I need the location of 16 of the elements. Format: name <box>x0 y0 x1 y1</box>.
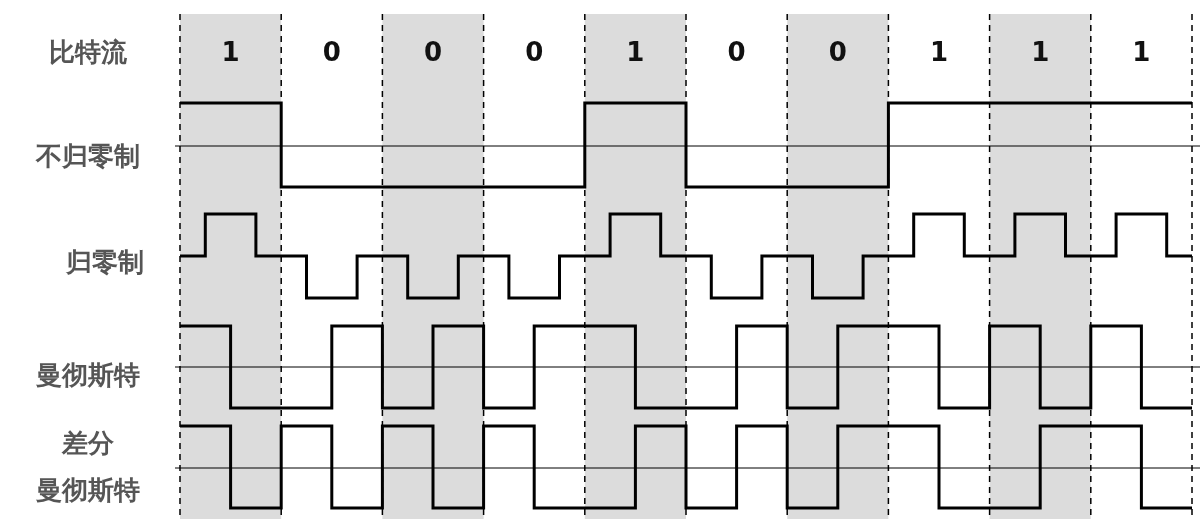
bit-value: 1 <box>221 37 240 67</box>
row-label: 曼彻斯特 <box>36 473 140 507</box>
bit-value: 1 <box>1031 37 1050 67</box>
row-label: 不归零制 <box>36 139 140 173</box>
row-label: 比特流 <box>49 35 127 69</box>
row-label: 差分 <box>62 426 114 460</box>
row-label: 归零制 <box>66 245 144 279</box>
bit-value: 0 <box>525 37 544 67</box>
bit-value: 1 <box>929 37 949 67</box>
bit-value: 1 <box>1132 37 1151 67</box>
bit-value: 0 <box>828 37 847 67</box>
row-label: 曼彻斯特 <box>36 358 140 392</box>
bit-value: 1 <box>626 37 645 67</box>
bit-value: 0 <box>322 37 341 67</box>
bit-value: 0 <box>423 37 443 67</box>
bit-value: 0 <box>727 37 746 67</box>
